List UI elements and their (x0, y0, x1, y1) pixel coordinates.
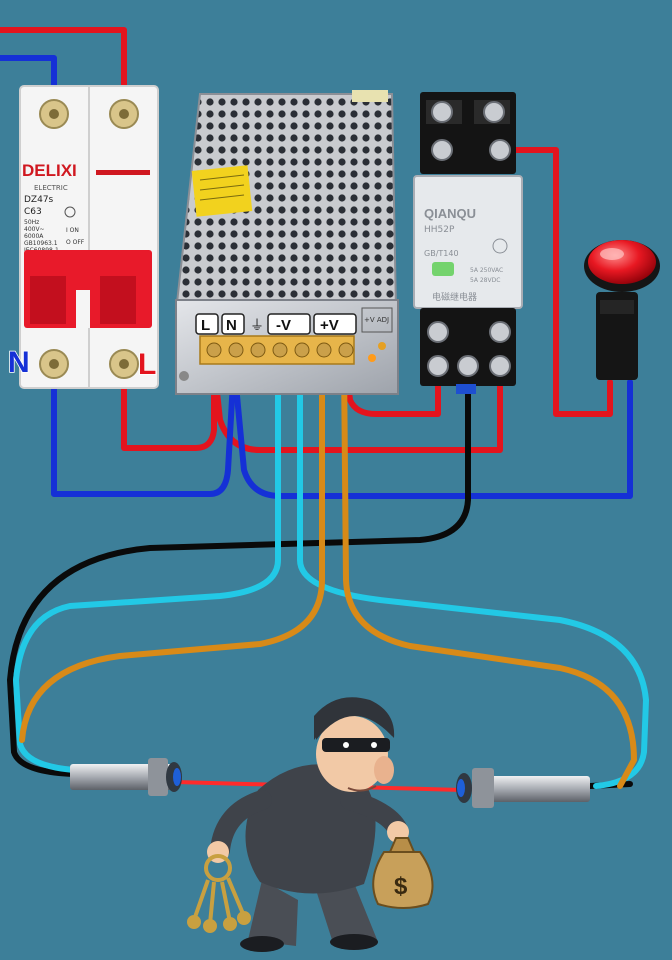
psu-terminal-label: N (226, 317, 237, 334)
wire-breaker-l-to-psu (121, 361, 217, 451)
proximity-sensor-icon (70, 758, 182, 796)
breaker-spec-line: 400V~ (24, 226, 45, 233)
wire-supply-red (0, 27, 127, 115)
proximity-sensor-icon (456, 768, 590, 808)
psu-led (368, 354, 376, 362)
relay-terminal (427, 321, 449, 343)
breaker-spec-line: 50Hz (24, 219, 39, 226)
wire-brown-left (19, 361, 325, 743)
relay-terminal (431, 101, 453, 123)
relay-brand: QIANQU (424, 206, 476, 221)
breaker-spec-line: GB10963.1 (24, 240, 58, 247)
relay-terminal (483, 101, 505, 123)
thief-character-icon (207, 697, 409, 952)
relay-rating-dc: 5A 28VDC (470, 277, 500, 284)
psu-terminal-label: ⏚ (250, 318, 264, 334)
relay-terminal (427, 355, 449, 377)
breaker-rating: C63 (24, 207, 42, 217)
wire-black-signal (7, 363, 471, 777)
circuit-breaker: DELIXI ELECTRIC DZ47s C63 50Hz 400V~ 600… (7, 85, 159, 389)
breaker-on-label: I ON (66, 227, 79, 234)
relay-std: GB/T140 (424, 249, 459, 258)
psu-adj-label: +V ADJ (364, 316, 389, 324)
psu-warning-sticker (191, 165, 253, 217)
breaker-spec-line: 6000A (24, 233, 44, 240)
psu-terminal-label: -V (276, 317, 291, 334)
keys-icon (187, 854, 251, 933)
money-bag-icon: $ (372, 837, 434, 909)
relay-terminal (431, 139, 453, 161)
breaker-brand-sub: ELECTRIC (34, 184, 68, 192)
relay-rating-ac: 5A 250VAC (470, 267, 503, 274)
breaker-brand: DELIXI (22, 161, 77, 180)
wire-cyan-right (297, 361, 649, 789)
relay-terminal (489, 139, 511, 161)
breaker-terminal-n-label: N (8, 346, 30, 379)
wire-breaker-n-to-psu (51, 361, 237, 497)
psu-terminal-label: L (201, 317, 210, 334)
psu-terminal-labels: L N ⏚ -V +V +V ADJ (195, 307, 393, 335)
relay-terminal (457, 355, 479, 377)
wires (0, 27, 649, 789)
power-supply: L N ⏚ -V +V +V ADJ (174, 90, 399, 395)
breaker-off-label: O OFF (66, 239, 85, 246)
relay: QIANQU HH52P GB/T140 5A 250VAC 5A 28VDC … (413, 92, 523, 394)
relay-terminal (489, 321, 511, 343)
breaker-model: DZ47s (24, 195, 54, 205)
psu-adj-pot[interactable] (378, 342, 386, 350)
relay-terminal (489, 355, 511, 377)
wire-relay-to-lamp (497, 147, 613, 417)
breaker-terminal-l-label: L (138, 348, 156, 381)
wire-psu-plus-to-relay (343, 361, 441, 417)
wire-brown-right (341, 361, 637, 789)
relay-cn-label: 电磁继电器 (432, 291, 477, 303)
money-symbol: $ (394, 873, 408, 900)
relay-model: HH52P (424, 225, 455, 235)
indicator-lamp-icon (584, 240, 660, 380)
psu-terminal-label: +V (320, 317, 339, 334)
wire-psu-l-to-relay (211, 337, 503, 453)
wire-cyan-left (13, 361, 281, 773)
